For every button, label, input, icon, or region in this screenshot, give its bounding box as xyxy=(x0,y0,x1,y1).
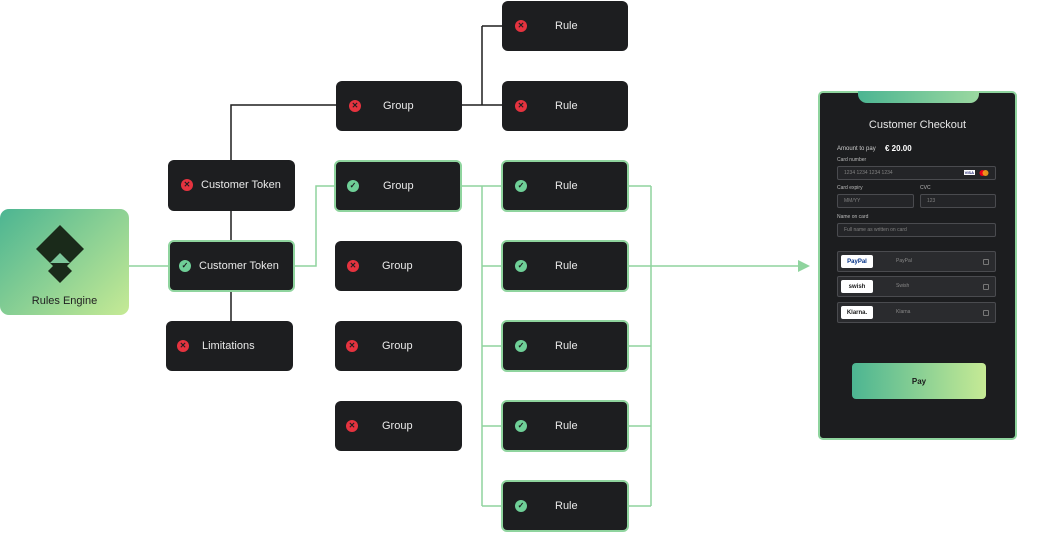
node-label: Group xyxy=(383,180,414,192)
group-node[interactable]: ✕ Group xyxy=(335,321,462,371)
group-node[interactable]: ✕ Group xyxy=(335,241,462,291)
group-node[interactable]: ✕ Group xyxy=(336,81,462,131)
token-node-active[interactable]: ✓ Customer Token xyxy=(168,240,295,292)
customer-checkout-panel: Customer Checkout Amount to pay € 20.00 … xyxy=(818,91,1017,440)
check-icon: ✓ xyxy=(179,260,191,272)
arrowhead-icon xyxy=(798,260,810,272)
phone-notch xyxy=(858,91,979,103)
wire-failed-group-to-rules xyxy=(462,25,502,106)
cvc-label: CVC xyxy=(920,185,931,191)
fail-icon: ✕ xyxy=(515,20,527,32)
node-label: Rule xyxy=(555,420,578,432)
amount-value: € 20.00 xyxy=(885,144,912,153)
mastercard-icon xyxy=(979,170,989,176)
amount-label: Amount to pay xyxy=(837,146,876,152)
rule-node[interactable]: ✕ Rule xyxy=(502,1,628,51)
rules-engine-card: Rules Engine xyxy=(0,209,129,315)
radio-button[interactable] xyxy=(983,284,989,290)
rule-node-active[interactable]: ✓ Rule xyxy=(501,240,629,292)
cvc-input[interactable]: 123 xyxy=(920,194,996,208)
payment-method-swish[interactable]: swish Swish xyxy=(837,276,996,297)
payment-method-label: Swish xyxy=(896,283,910,289)
group-node[interactable]: ✕ Group xyxy=(335,401,462,451)
rule-node-active[interactable]: ✓ Rule xyxy=(501,160,629,212)
payment-method-klarna[interactable]: Klarna. Klarna xyxy=(837,302,996,323)
node-label: Limitations xyxy=(202,340,255,352)
rules-engine-label: Rules Engine xyxy=(31,295,98,307)
fail-icon: ✕ xyxy=(349,100,361,112)
node-label: Rule xyxy=(555,20,578,32)
expiry-input[interactable]: MM/YY xyxy=(837,194,914,208)
visa-icon: VISA xyxy=(963,170,975,175)
swish-icon: swish xyxy=(841,280,873,293)
name-input[interactable]: Full name as written on card xyxy=(837,223,996,237)
cvc-placeholder: 123 xyxy=(927,198,936,204)
wire-token-to-group xyxy=(295,185,336,267)
node-label: Rule xyxy=(555,500,578,512)
node-label: Group xyxy=(383,100,414,112)
node-label: Group xyxy=(382,420,413,432)
rules-engine-logo-icon xyxy=(36,225,84,283)
node-label: Customer Token xyxy=(199,260,279,272)
check-icon: ✓ xyxy=(515,420,527,432)
node-label: Rule xyxy=(555,180,578,192)
name-placeholder: Full name as written on card xyxy=(844,227,907,233)
check-icon: ✓ xyxy=(515,340,527,352)
rule-node-active[interactable]: ✓ Rule xyxy=(501,480,629,532)
fail-icon: ✕ xyxy=(181,179,193,191)
limitations-node[interactable]: ✕ Limitations xyxy=(166,321,293,371)
expiry-label: Card expiry xyxy=(837,185,863,191)
wire-group-to-rules xyxy=(462,185,502,507)
group-node-active[interactable]: ✓ Group xyxy=(334,160,462,212)
wire-rules-to-checkout xyxy=(628,185,800,507)
rule-node-active[interactable]: ✓ Rule xyxy=(501,320,629,372)
node-label: Rule xyxy=(555,340,578,352)
node-label: Customer Token xyxy=(201,179,281,191)
node-label: Group xyxy=(382,340,413,352)
node-label: Group xyxy=(382,260,413,272)
fail-icon: ✕ xyxy=(347,260,359,272)
radio-button[interactable] xyxy=(983,310,989,316)
node-label: Rule xyxy=(555,260,578,272)
pay-button[interactable]: Pay xyxy=(852,363,986,399)
radio-button[interactable] xyxy=(983,259,989,265)
payment-method-label: Klarna xyxy=(896,309,911,315)
node-label: Rule xyxy=(555,100,578,112)
fail-icon: ✕ xyxy=(515,100,527,112)
paypal-icon: PayPal xyxy=(841,255,873,268)
expiry-placeholder: MM/YY xyxy=(844,198,861,204)
name-label: Name on card xyxy=(837,214,869,220)
check-icon: ✓ xyxy=(347,180,359,192)
fail-icon: ✕ xyxy=(346,340,358,352)
payment-method-label: PayPal xyxy=(896,258,912,264)
rule-node-active[interactable]: ✓ Rule xyxy=(501,400,629,452)
card-number-label: Card number xyxy=(837,157,867,163)
card-number-input[interactable]: 1234 1234 1234 1234 VISA xyxy=(837,166,996,180)
checkout-title: Customer Checkout xyxy=(868,119,967,131)
fail-icon: ✕ xyxy=(346,420,358,432)
klarna-icon: Klarna. xyxy=(841,306,873,319)
check-icon: ✓ xyxy=(515,180,527,192)
check-icon: ✓ xyxy=(515,260,527,272)
token-node[interactable]: ✕ Customer Token xyxy=(168,160,295,211)
payment-method-paypal[interactable]: PayPal PayPal xyxy=(837,251,996,272)
fail-icon: ✕ xyxy=(177,340,189,352)
wire-token-to-failed-group xyxy=(230,104,336,160)
check-icon: ✓ xyxy=(515,500,527,512)
rule-node[interactable]: ✕ Rule xyxy=(502,81,628,131)
card-number-placeholder: 1234 1234 1234 1234 xyxy=(844,170,893,176)
